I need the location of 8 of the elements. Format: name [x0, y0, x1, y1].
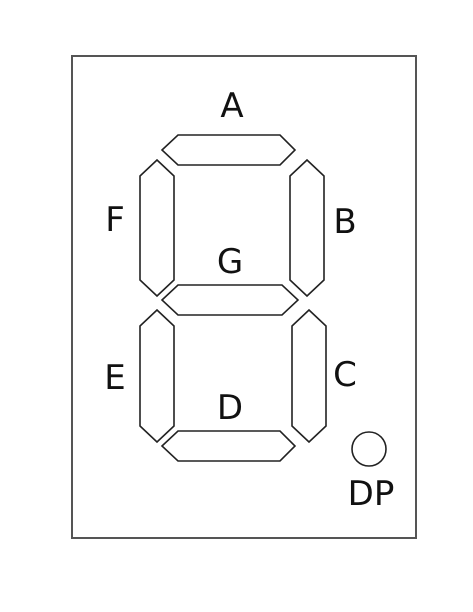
- segment-label: A: [220, 89, 244, 123]
- segment-label: D: [216, 391, 244, 425]
- segment-label: C: [333, 358, 357, 392]
- segment-label: B: [333, 205, 357, 239]
- segment-label: DP: [348, 477, 394, 511]
- segment-label: E: [104, 361, 126, 395]
- segment-label: F: [105, 203, 125, 237]
- segment-label: G: [216, 245, 244, 279]
